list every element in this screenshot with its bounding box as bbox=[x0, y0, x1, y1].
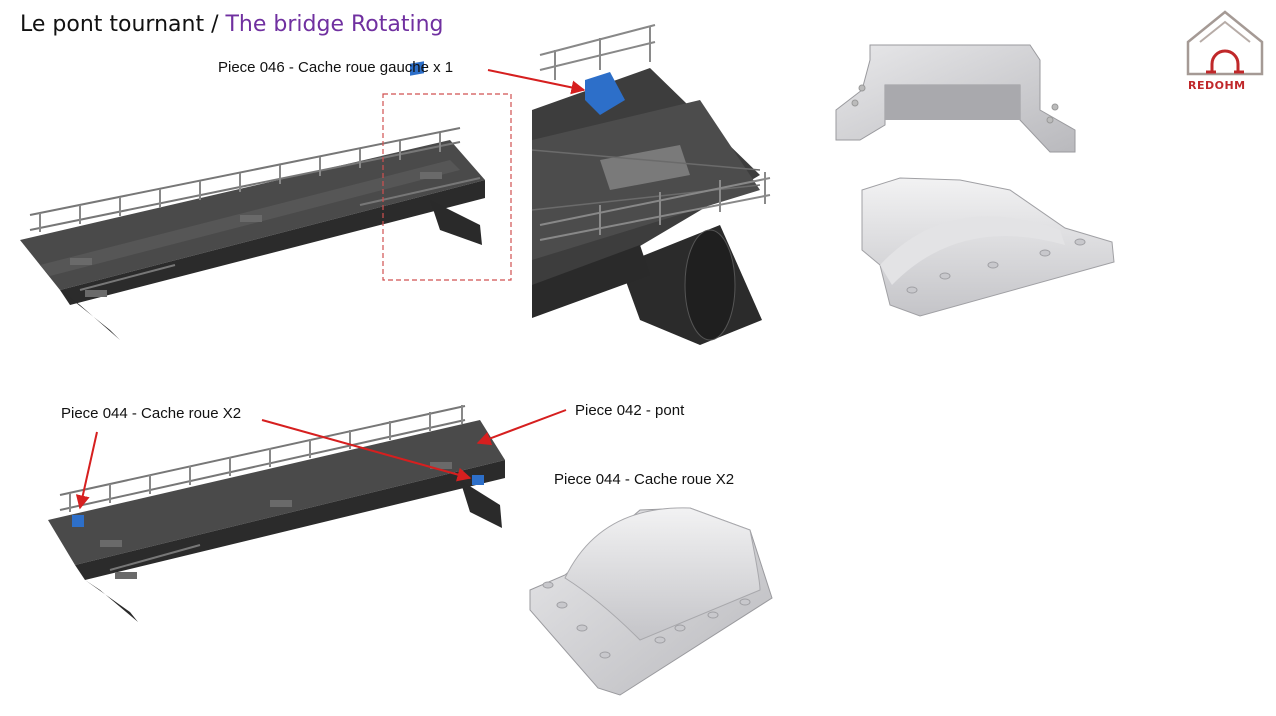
label-piece044-left: Piece 044 - Cache roue X2 bbox=[61, 405, 242, 422]
part-044-render-top bbox=[861, 177, 1115, 317]
logo-brand-text: REDOHM bbox=[1188, 79, 1246, 92]
arrow-piece042 bbox=[476, 409, 567, 446]
arrow-piece044-right bbox=[261, 419, 472, 482]
title-separator: / bbox=[204, 12, 226, 37]
callout-arrows bbox=[75, 69, 586, 510]
redohm-logo-icon bbox=[1186, 10, 1264, 76]
arrow-piece044-left bbox=[75, 431, 98, 510]
bridge-zoom-render bbox=[531, 24, 771, 345]
label-piece046: Piece 046 - Cache roue gauche x 1 bbox=[218, 59, 454, 76]
title-en: The bridge Rotating bbox=[225, 12, 444, 37]
zoom-region-box bbox=[382, 93, 512, 281]
bridge-render-top bbox=[20, 61, 485, 340]
label-piece042: Piece 042 - pont bbox=[575, 402, 685, 419]
page-title: Le pont tournant / The bridge Rotating bbox=[20, 12, 444, 37]
title-fr: Le pont tournant bbox=[20, 12, 205, 37]
bridge-render-bottom bbox=[48, 405, 505, 622]
part-046-render bbox=[835, 44, 1076, 153]
part-044-render-bottom bbox=[529, 507, 773, 696]
label-piece044-right: Piece 044 - Cache roue X2 bbox=[554, 471, 735, 488]
arrow-piece046 bbox=[487, 69, 586, 95]
